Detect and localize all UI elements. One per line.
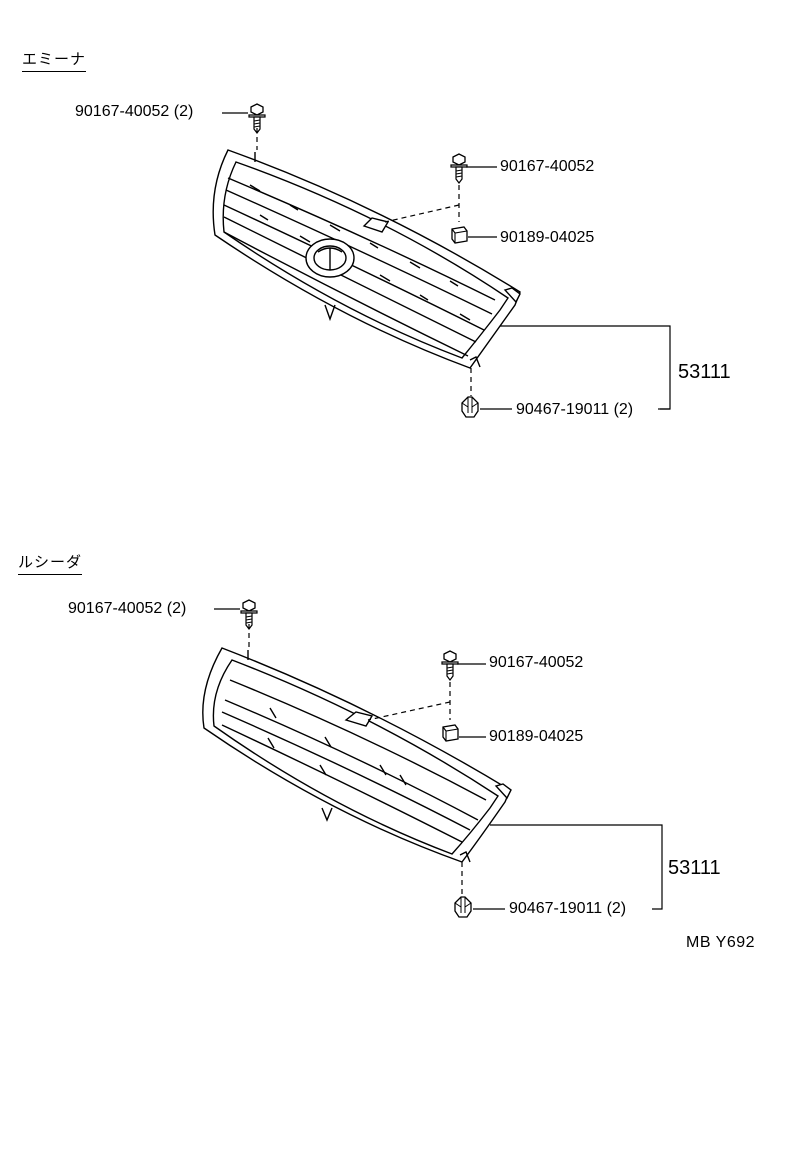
dashed-lines-emina (256, 128, 472, 396)
clip-icon (461, 396, 479, 418)
part-label-nut: 90189-04025 (489, 728, 584, 745)
nut-icon (442, 724, 459, 742)
screw-icon (450, 153, 468, 184)
part-label-top-screw: 90167-40052 (2) (68, 600, 187, 617)
part-label-top-screw: 90167-40052 (2) (75, 103, 194, 120)
screw-icon (441, 650, 459, 681)
section-label-lucida: ルシーダ (18, 551, 83, 575)
part-label-nut: 90189-04025 (500, 229, 595, 246)
part-label-center-screw: 90167-40052 (500, 158, 595, 175)
part-label-grille: 53111 (668, 857, 721, 879)
part-label-clip: 90467-19011 (2) (509, 900, 627, 917)
part-label-center-screw: 90167-40052 (489, 654, 584, 671)
part-label-grille: 53111 (678, 361, 731, 383)
leader-lines-emina (222, 112, 671, 410)
part-label-clip: 90467-19011 (2) (516, 401, 634, 418)
clip-icon (454, 896, 472, 918)
leader-lines-lucida (214, 608, 663, 910)
grille-lucida (202, 647, 512, 863)
dashed-lines-lucida (248, 624, 463, 894)
section-label-emina: エミーナ (22, 48, 87, 72)
nut-icon (451, 226, 468, 244)
grille-emina (212, 149, 521, 369)
diagram-code: MB Y692 (686, 934, 756, 951)
